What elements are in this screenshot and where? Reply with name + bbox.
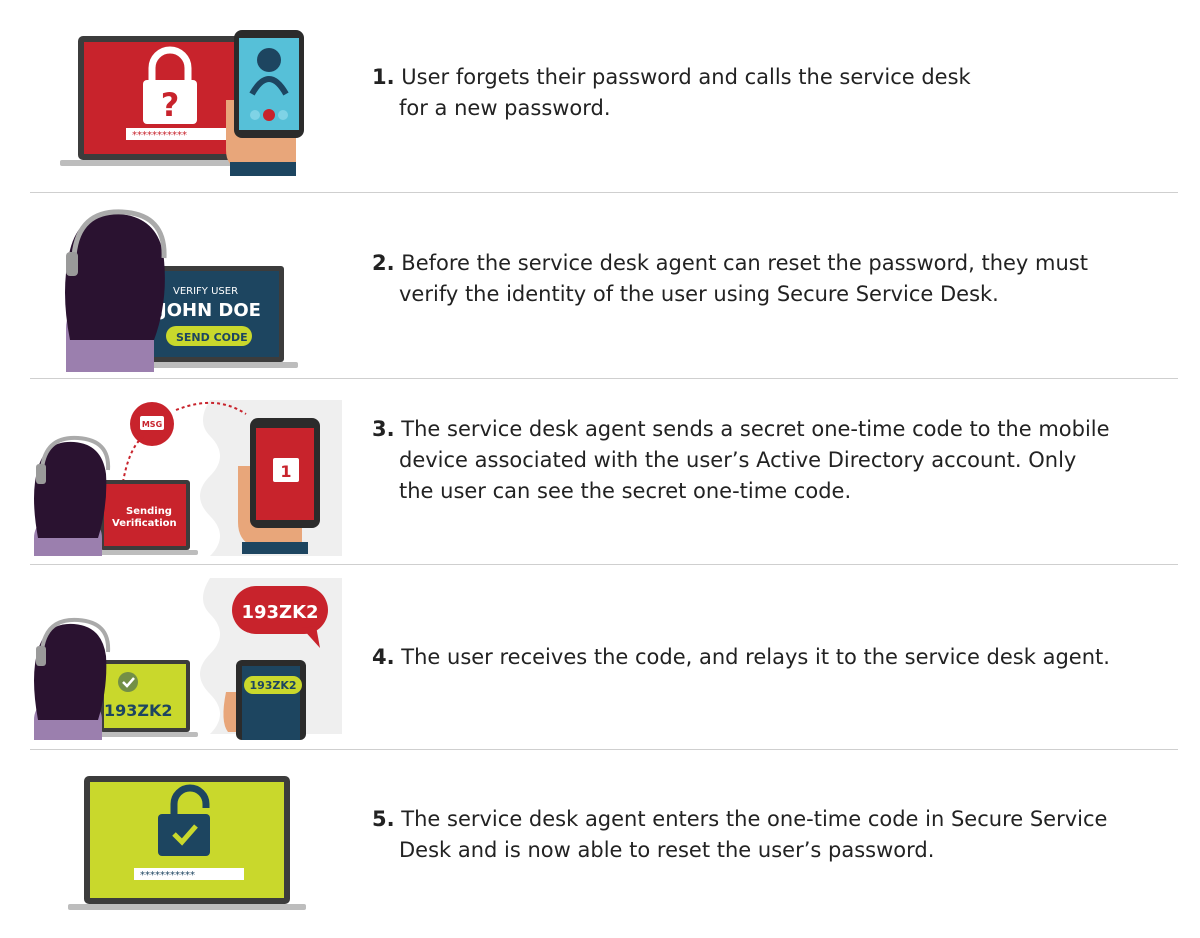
password-mask: *********** [132,130,187,141]
step-5-text: 5. The service desk agent enters the one… [372,804,1107,866]
step-number: 2. [372,251,395,275]
phone-code-bubble [244,676,302,694]
headset-icon [71,209,167,259]
sleeve [230,162,296,176]
user-name: JOHN DOE [158,300,261,321]
step-1-text: 1. User forgets their password and calls… [372,62,971,124]
verify-label: VERIFY USER [173,286,238,297]
step-number: 5. [372,807,395,831]
step-line-1: The service desk agent enters the one-ti… [401,807,1108,831]
step-line-2: device associated with the user’s Active… [399,448,1077,472]
msg-envelope-icon [140,416,164,430]
laptop-code-text: 193ZK2 [104,701,173,720]
hangup-icon [263,109,275,121]
step-number: 3. [372,417,395,441]
agent-hair [34,623,107,720]
sending-line-2: Verification [112,518,177,529]
speaker-icon [278,110,288,120]
send-code-illustration: 1 MSG Sending Verification [34,400,342,556]
step-2-text: 2. Before the service desk agent can res… [372,248,1088,310]
unlocked-lock-icon [158,814,210,856]
phone-code-text: 193ZK2 [249,679,296,692]
send-code-label: SEND CODE [176,331,248,344]
notification-count: 1 [280,462,291,481]
password-field [134,868,244,880]
agent-headset-icon [249,76,289,96]
send-code-button [166,326,252,346]
step-line-1: Before the service desk agent can reset … [401,251,1088,275]
agent-avatar-icon [257,48,281,72]
notification-bubble-icon [273,458,299,482]
step-line-2: verify the identity of the user using Se… [399,282,999,306]
code-bubble-tail [302,626,320,648]
step-number: 1. [372,65,395,89]
divider [30,564,1178,565]
password-field [126,128,250,140]
step-2: VERIFY USER JOHN DOE SEND CODE 2. Before… [0,200,1200,375]
open-lock-shackle [170,784,210,814]
step-line-2: for a new password. [399,96,611,120]
step-number: 4. [372,645,395,669]
divider [30,749,1178,750]
code-bubble [232,586,328,634]
lock-shackle [148,46,192,82]
step-1: ? *********** 1. User forgets their pass… [0,20,1200,180]
relay-code-illustration: 193ZK2 193ZK2 193ZK2 [34,578,342,740]
step-4: 193ZK2 193ZK2 193ZK2 4. The user receive… [0,572,1200,744]
forgot-password-illustration: ? *********** [60,30,304,176]
divider [30,192,1178,193]
divider [30,378,1178,379]
headset-icon [40,617,111,653]
send-path-arrow [175,401,247,415]
step-line-3: the user can see the secret one-time cod… [399,479,852,503]
laptop-screen [104,484,186,546]
headset-earpiece-icon [36,464,46,484]
check-mark-icon [122,677,135,688]
msg-badge-label: MSG [142,420,162,429]
laptop-base [94,732,198,737]
monitor-base [140,362,298,368]
laptop-screen [104,664,186,728]
headset-earpiece-icon [36,646,46,666]
mute-icon [250,110,260,120]
agent-hair [65,213,165,340]
headset-earpiece-icon [66,252,78,276]
password-mask: *********** [140,870,195,881]
step-line-1: The user receives the code, and relays i… [401,645,1110,669]
step-line-1: User forgets their password and calls th… [401,65,971,89]
step-4-text: 4. The user receives the code, and relay… [372,642,1110,673]
question-icon: ? [161,86,180,124]
laptop-base [94,550,198,555]
reset-password-illustration: *********** [68,776,306,910]
headset-icon [40,435,111,471]
step-5: *********** 5. The service desk agent en… [0,762,1200,922]
step-line-1: The service desk agent sends a secret on… [401,417,1110,441]
verified-check-icon [118,672,138,692]
step-line-2: Desk and is now able to reset the user’s… [399,838,935,862]
sleeve [242,542,308,554]
step-3: 1 MSG Sending Verification 3. The servic… [0,388,1200,560]
check-icon [172,824,198,846]
agent-hair [34,441,107,538]
lock-icon [143,80,197,124]
step-3-text: 3. The service desk agent sends a secret… [372,414,1110,507]
sending-line-1: Sending [126,506,172,517]
laptop-base [68,904,306,910]
verify-user-illustration: VERIFY USER JOHN DOE SEND CODE [65,209,298,372]
code-bubble-text: 193ZK2 [241,602,318,623]
